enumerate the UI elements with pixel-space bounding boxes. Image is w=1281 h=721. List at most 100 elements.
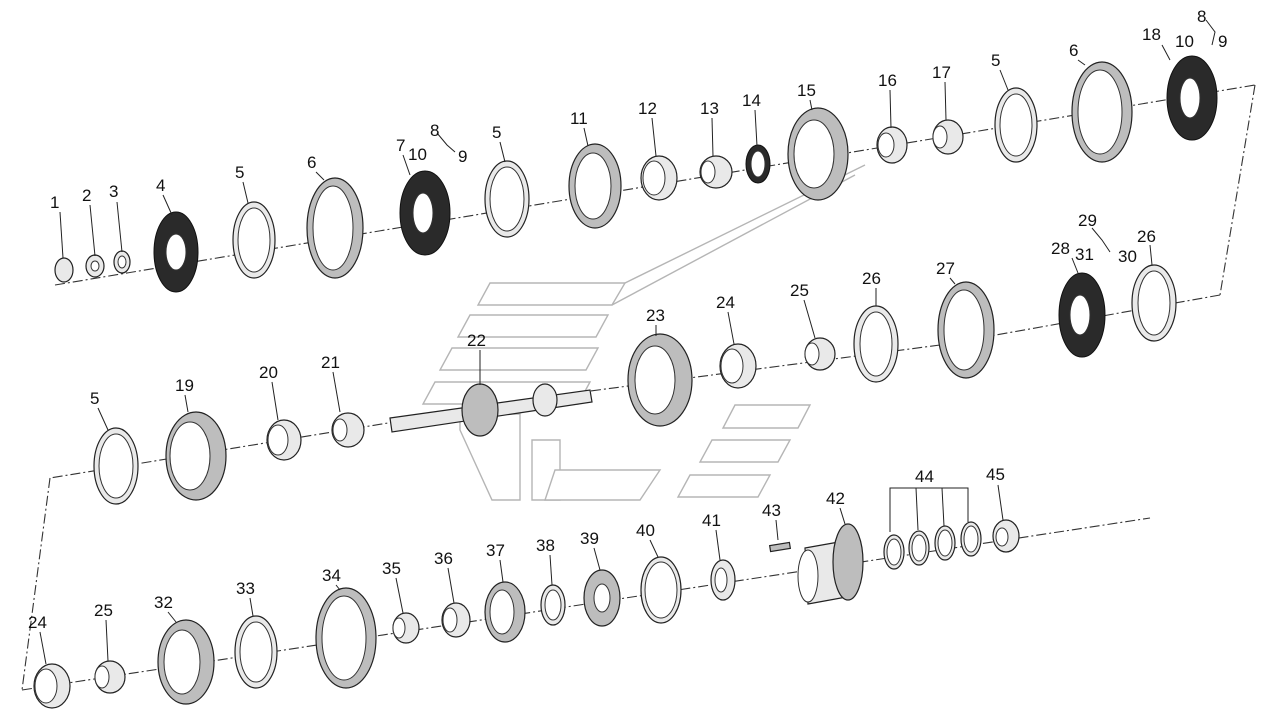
part-5c bbox=[994, 87, 1038, 163]
label-17: 17 bbox=[932, 63, 951, 82]
label-43: 43 bbox=[762, 501, 781, 520]
label-27: 27 bbox=[936, 259, 955, 278]
label-38: 38 bbox=[536, 536, 555, 555]
label-39: 39 bbox=[580, 529, 599, 548]
part-15 bbox=[787, 107, 849, 201]
part-44a bbox=[883, 534, 905, 570]
label-25-row2: 25 bbox=[790, 281, 809, 300]
label-41: 41 bbox=[702, 511, 721, 530]
part-2 bbox=[85, 254, 105, 278]
label-23: 23 bbox=[646, 306, 665, 325]
part-25b bbox=[94, 660, 126, 694]
label-5-row1c: 5 bbox=[991, 51, 1000, 70]
label-8-row1b: 8 bbox=[1197, 7, 1206, 26]
part-16 bbox=[876, 126, 908, 164]
part-12 bbox=[640, 155, 678, 201]
label-12: 12 bbox=[638, 99, 657, 118]
part-32 bbox=[157, 619, 215, 705]
label-28: 28 bbox=[1051, 239, 1070, 258]
label-20: 20 bbox=[259, 363, 278, 382]
part-33 bbox=[234, 615, 278, 689]
label-15: 15 bbox=[797, 81, 816, 100]
label-36: 36 bbox=[434, 549, 453, 568]
part-20 bbox=[266, 419, 302, 461]
part-5b bbox=[484, 160, 530, 238]
label-22: 22 bbox=[467, 331, 486, 350]
part-5a bbox=[232, 201, 276, 279]
label-37: 37 bbox=[486, 541, 505, 560]
part-1 bbox=[54, 257, 74, 283]
label-5-row2: 5 bbox=[90, 389, 99, 408]
part-39 bbox=[583, 569, 621, 627]
label-24-row2: 24 bbox=[716, 293, 735, 312]
label-33: 33 bbox=[236, 579, 255, 598]
label-1: 1 bbox=[50, 193, 59, 212]
part-44d bbox=[960, 521, 982, 557]
part-25a bbox=[804, 337, 836, 371]
part-13 bbox=[699, 155, 733, 189]
part-26b bbox=[853, 305, 899, 383]
part-7 bbox=[399, 170, 451, 256]
label-29: 29 bbox=[1078, 211, 1097, 230]
part-5d bbox=[93, 427, 139, 505]
label-26-row2a: 26 bbox=[862, 269, 881, 288]
label-26-row2b: 26 bbox=[1137, 227, 1156, 246]
label-32: 32 bbox=[154, 593, 173, 612]
label-40: 40 bbox=[636, 521, 655, 540]
label-18: 18 bbox=[1142, 25, 1161, 44]
part-6b bbox=[1071, 61, 1133, 163]
label-4: 4 bbox=[156, 176, 165, 195]
label-6-row1a: 6 bbox=[307, 153, 316, 172]
label-9-row1b: 9 bbox=[1218, 32, 1227, 51]
label-3: 3 bbox=[109, 182, 118, 201]
label-31: 31 bbox=[1075, 245, 1094, 264]
part-6a bbox=[306, 177, 364, 279]
part-44c bbox=[934, 525, 956, 561]
part-28 bbox=[1058, 272, 1106, 358]
label-2: 2 bbox=[82, 186, 91, 205]
label-24-row3: 24 bbox=[28, 613, 47, 632]
part-45 bbox=[992, 519, 1020, 553]
part-42 bbox=[797, 523, 864, 605]
label-34: 34 bbox=[322, 566, 341, 585]
part-4 bbox=[153, 211, 199, 293]
label-45: 45 bbox=[986, 465, 1005, 484]
part-34 bbox=[315, 587, 377, 689]
label-10-row1b: 10 bbox=[1175, 32, 1194, 51]
part-21 bbox=[331, 412, 365, 448]
part-26a bbox=[1131, 264, 1177, 342]
label-9-row1: 9 bbox=[458, 147, 467, 166]
label-16: 16 bbox=[878, 71, 897, 90]
part-3 bbox=[113, 250, 131, 274]
part-43 bbox=[768, 541, 792, 553]
label-21: 21 bbox=[321, 353, 340, 372]
label-30: 30 bbox=[1118, 247, 1137, 266]
label-11: 11 bbox=[570, 109, 588, 128]
part-24b bbox=[33, 663, 71, 709]
part-36 bbox=[441, 602, 471, 638]
part-23 bbox=[627, 333, 693, 427]
label-25-row3: 25 bbox=[94, 601, 113, 620]
part-11 bbox=[568, 143, 622, 229]
label-5-row1b: 5 bbox=[492, 123, 501, 142]
label-8-row1: 8 bbox=[430, 121, 439, 140]
label-14: 14 bbox=[742, 91, 761, 110]
part-22-shaft bbox=[389, 383, 593, 437]
part-44b bbox=[908, 530, 930, 566]
part-14 bbox=[745, 144, 771, 184]
label-7: 7 bbox=[396, 136, 405, 155]
part-18 bbox=[1166, 55, 1218, 141]
label-6-row1b: 6 bbox=[1069, 41, 1078, 60]
part-19 bbox=[165, 411, 227, 501]
part-41 bbox=[710, 559, 736, 601]
label-10-row1: 10 bbox=[408, 145, 427, 164]
label-35: 35 bbox=[382, 559, 401, 578]
leader-lines bbox=[39, 19, 1216, 665]
part-24a bbox=[719, 343, 757, 389]
part-27 bbox=[937, 281, 995, 379]
label-5-row1a: 5 bbox=[235, 163, 244, 182]
part-35 bbox=[392, 612, 420, 644]
part-40 bbox=[640, 556, 682, 624]
